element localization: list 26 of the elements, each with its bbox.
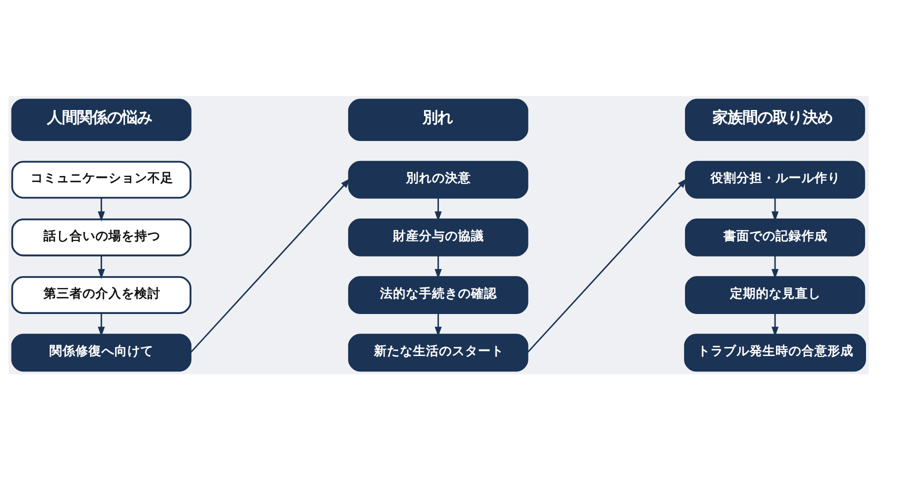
- arrow: [98, 198, 105, 222]
- arrow: [526, 178, 688, 353]
- arrow: [772, 255, 779, 279]
- node-box: 別れの決意: [348, 160, 528, 198]
- node-box: 第三者の介入を検討: [11, 276, 192, 314]
- node-box: 定期的な見直し: [684, 276, 866, 314]
- arrow: [98, 312, 105, 336]
- arrow: [190, 178, 350, 353]
- node-box: コミュニケーション不足: [11, 160, 192, 198]
- arrow: [434, 198, 442, 222]
- node-box: 関係修復へ向けて: [11, 333, 192, 372]
- node-box: 法的な手続きの確認: [348, 276, 528, 314]
- arrow: [434, 255, 442, 279]
- node-box: 書面での記録作成: [684, 218, 866, 256]
- node-box: 財産分与の協議: [348, 218, 528, 256]
- node-box: トラブル発生時の合意形成: [684, 333, 866, 372]
- arrow: [434, 312, 442, 336]
- arrow: [772, 198, 779, 222]
- node-box: 新たな生活のスタート: [348, 333, 528, 372]
- node-box: 人間関係の悩み: [11, 98, 192, 141]
- node-box: 役割分担・ルール作り: [684, 160, 866, 198]
- node-box: 別れ: [348, 98, 528, 141]
- arrow: [772, 312, 779, 336]
- node-box: 家族間の取り決め: [684, 98, 866, 141]
- arrow: [98, 255, 105, 279]
- node-box: 話し合いの場を持つ: [11, 218, 192, 256]
